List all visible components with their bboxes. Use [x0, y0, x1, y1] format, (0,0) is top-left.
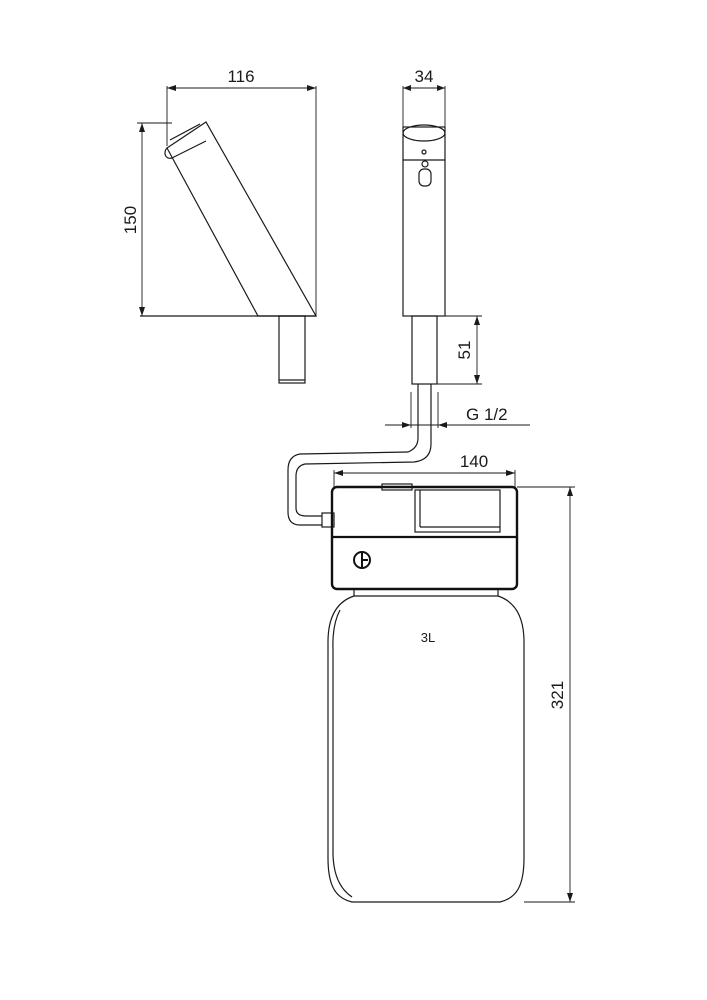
dim-34-label: 34 — [415, 67, 434, 86]
dim-g12-label: G 1/2 — [466, 405, 508, 424]
bottle-capacity-label: 3L — [421, 630, 435, 645]
dimension-spout-width: 34 — [402, 67, 446, 127]
dim-150-label: 150 — [121, 206, 140, 234]
control-box — [330, 483, 519, 591]
dimension-spout-projection: 116 — [166, 67, 317, 316]
bottle: 3L — [327, 590, 525, 903]
supply-hose — [287, 420, 432, 528]
dim-140-label: 140 — [460, 452, 488, 471]
dimension-tank-width: 140 — [333, 452, 516, 487]
dimension-tank-height: 321 — [517, 486, 575, 903]
dim-51-label: 51 — [455, 341, 474, 360]
dim-116-label: 116 — [227, 67, 254, 86]
spout-front-view — [402, 124, 446, 420]
spout-side-view — [140, 121, 318, 384]
dim-321-label: 321 — [548, 681, 567, 709]
dimension-connection-thread: G 1/2 — [385, 392, 530, 428]
dimension-shank-length: 51 — [437, 315, 482, 385]
dimension-spout-height: 150 — [121, 122, 172, 316]
valve-knob-icon — [353, 551, 371, 569]
